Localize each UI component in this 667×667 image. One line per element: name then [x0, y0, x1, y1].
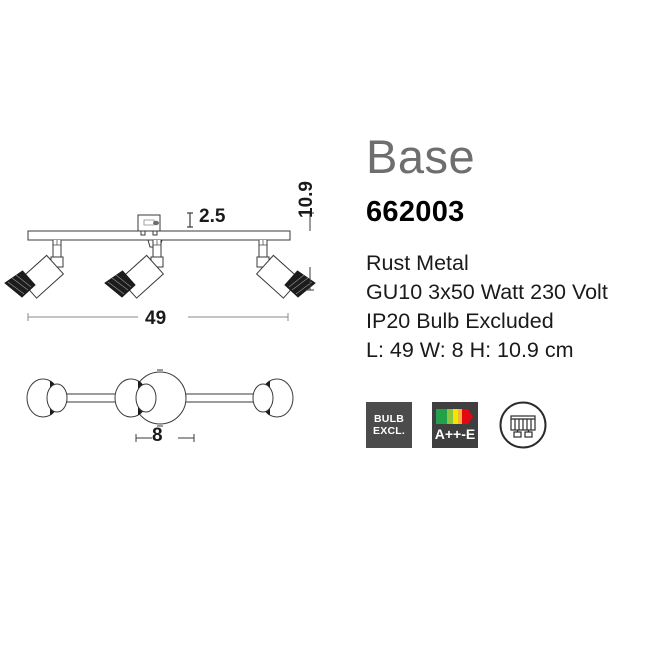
specification-list: Rust Metal GU10 3x50 Watt 230 Volt IP20 …: [366, 249, 661, 365]
badge-row: BULB EXCL. A++-E: [366, 400, 548, 450]
energy-arrows: [436, 409, 473, 424]
page-title: Base: [366, 130, 476, 183]
bulb-excluded-line1: BULB: [374, 413, 404, 425]
product-code: 662003: [366, 196, 465, 228]
bulb-excluded-line2: EXCL.: [373, 425, 405, 437]
product-info-panel: Base 662003 Rust Metal GU10 3x50 Watt 23…: [366, 131, 661, 365]
spec-material: Rust Metal: [366, 251, 469, 275]
energy-class-label: A++-E: [435, 426, 475, 442]
ceiling-mount-icon: [498, 400, 548, 450]
bulb-excluded-text: BULB EXCL.: [366, 413, 412, 437]
height-dimension-label: 10.9: [296, 181, 317, 218]
top-width-dimension-label: 8: [152, 425, 163, 446]
energy-class-badge: A++-E: [432, 402, 478, 448]
spec-lamp: GU10 3x50 Watt 230 Volt: [366, 280, 608, 304]
front-elevation-drawing: [4, 212, 316, 321]
depth-dimension-label: 2.5: [199, 206, 226, 227]
bulb-excluded-badge: BULB EXCL.: [366, 402, 412, 448]
spec-protection: IP20 Bulb Excluded: [366, 309, 554, 333]
width-dimension-label: 49: [145, 308, 167, 329]
top-plan-drawing: [26, 369, 294, 442]
spec-dimensions: L: 49 W: 8 H: 10.9 cm: [366, 338, 574, 362]
